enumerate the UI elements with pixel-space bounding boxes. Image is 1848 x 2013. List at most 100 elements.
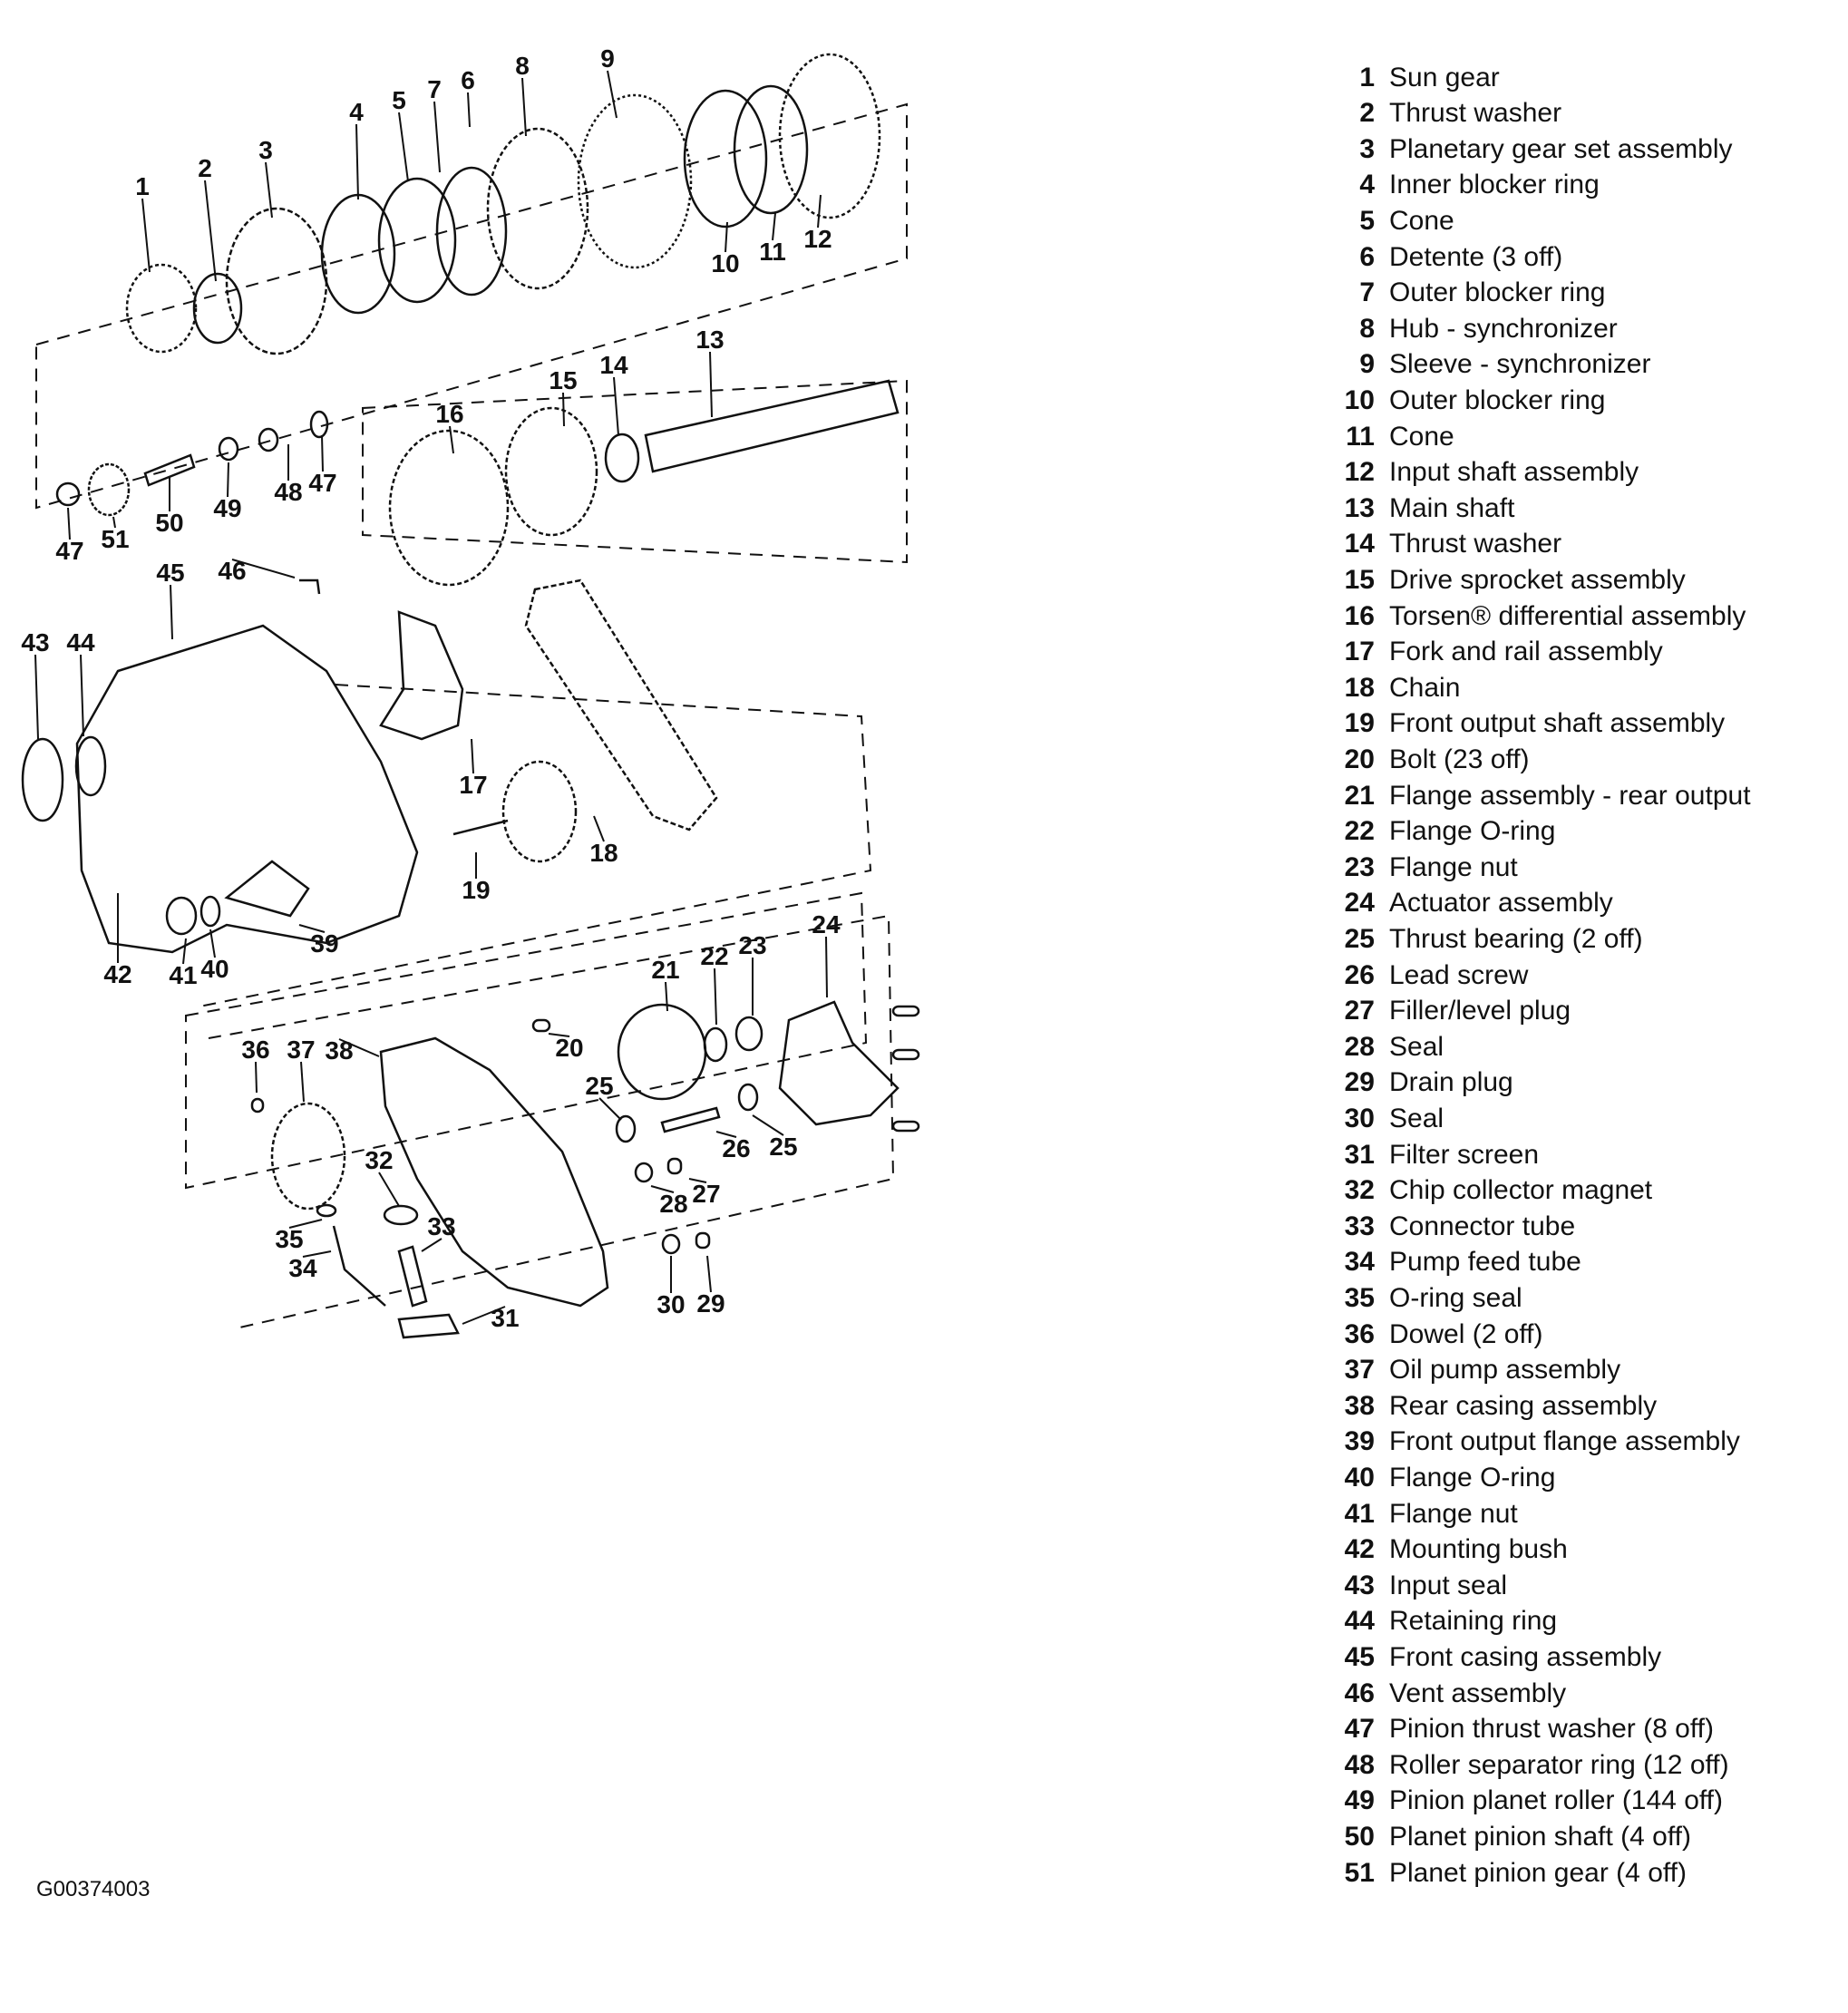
legend-item-label: Oil pump assembly [1389, 1355, 1621, 1386]
legend-item-label: Thrust bearing (2 off) [1389, 923, 1643, 954]
callout-leader [706, 1255, 712, 1293]
front-casing-part [75, 624, 419, 954]
flange-nut-41-part [165, 896, 198, 936]
legend-item-number: 6 [1359, 241, 1375, 272]
dowel-part [250, 1097, 265, 1113]
legend-item-label: Seal [1389, 1103, 1444, 1133]
callout-label-4: 4 [349, 98, 364, 126]
legend-item-label: Filter screen [1389, 1139, 1540, 1170]
callout-label-49: 49 [213, 494, 241, 522]
synchronizer-hub-part [486, 127, 589, 290]
callout-leader [255, 1061, 258, 1094]
callout-leader [688, 1178, 707, 1183]
callout-leader [593, 815, 605, 842]
callout-label-6: 6 [461, 66, 475, 94]
callout-leader [209, 929, 216, 958]
legend-item-number: 35 [1344, 1282, 1375, 1313]
legend-item-label: Input shaft assembly [1389, 457, 1639, 488]
main-shaft-part [644, 379, 900, 473]
rear-output-flange-part [617, 1003, 707, 1101]
callout-leader [112, 516, 116, 529]
callout-label-46: 46 [218, 557, 246, 585]
callout-leader [613, 376, 619, 436]
legend-item-number: 44 [1344, 1606, 1375, 1637]
legend-item-label: Roller separator ring (12 off) [1389, 1749, 1729, 1780]
callout-label-12: 12 [803, 225, 832, 253]
legend-item: 40 Flange O-ring [1333, 1460, 1556, 1495]
planet-pinion-shaft-part [143, 453, 196, 487]
callout-label-29: 29 [696, 1289, 725, 1318]
callout-label-47: 47 [55, 537, 83, 565]
legend-item-label: O-ring seal [1389, 1282, 1522, 1313]
legend-item-label: Drive sprocket assembly [1389, 564, 1686, 595]
legend-item: 26 Lead screw [1333, 958, 1529, 993]
legend-item-label: Front output shaft assembly [1389, 708, 1726, 739]
legend-item-label: Rear casing assembly [1389, 1390, 1658, 1421]
callout-leader [548, 1033, 570, 1037]
legend-item-label: Fork and rail assembly [1389, 637, 1663, 667]
fork-rail-part [379, 610, 464, 741]
legend-item-number: 40 [1344, 1462, 1375, 1493]
seal-30-part [661, 1233, 681, 1255]
callout-leader [725, 221, 728, 253]
callout-leader [302, 1250, 332, 1258]
callout-label-27: 27 [692, 1180, 720, 1208]
legend-item-number: 39 [1344, 1426, 1375, 1457]
callout-label-30: 30 [657, 1290, 685, 1318]
legend-item-label: Flange O-ring [1389, 1462, 1556, 1493]
legend-item-label: Retaining ring [1389, 1606, 1558, 1637]
legend-item-label: Planetary gear set assembly [1389, 133, 1733, 164]
callout-label-50: 50 [155, 509, 183, 537]
legend-item-number: 26 [1344, 959, 1375, 990]
actuator-bolt-2 [891, 1048, 920, 1061]
legend-item-label: Sleeve - synchronizer [1389, 349, 1651, 380]
callout-leader [462, 1306, 506, 1325]
callout-label-9: 9 [600, 44, 615, 73]
legend-item-label: Front output flange assembly [1389, 1426, 1740, 1457]
callout-label-45: 45 [156, 559, 184, 587]
front-output-shaft-part [501, 760, 578, 863]
legend-item-number: 32 [1344, 1175, 1375, 1206]
callout-label-16: 16 [435, 400, 463, 428]
retaining-ring-part [74, 735, 107, 797]
callout-label-19: 19 [462, 876, 490, 904]
callout-leader [598, 1097, 622, 1121]
callout-label-3: 3 [258, 136, 273, 164]
legend-item-number: 36 [1344, 1318, 1375, 1349]
planet-pinion-gear-part [87, 462, 131, 517]
callout-leader [433, 101, 441, 173]
legend-item-label: Thrust washer [1389, 529, 1562, 559]
callout-leader [714, 968, 717, 1026]
callout-leader [650, 1185, 675, 1193]
legend-item-number: 25 [1344, 923, 1375, 954]
front-output-shaft-spline [452, 819, 509, 836]
legend-item-label: Inner blocker ring [1389, 170, 1600, 200]
callout-label-28: 28 [659, 1190, 687, 1218]
callout-leader [449, 425, 454, 454]
thrust-washer-part [192, 272, 243, 345]
legend-item-label: Lead screw [1389, 959, 1529, 990]
callout-label-42: 42 [103, 960, 131, 988]
outer-blocker-ring-2-part [683, 89, 768, 229]
callout-label-25: 25 [769, 1133, 797, 1161]
seal-28-part [634, 1162, 654, 1183]
callout-leader [709, 351, 713, 418]
callout-leader [607, 70, 618, 119]
legend-item-label: Cone [1389, 421, 1454, 452]
legend-item-number: 49 [1344, 1785, 1375, 1816]
